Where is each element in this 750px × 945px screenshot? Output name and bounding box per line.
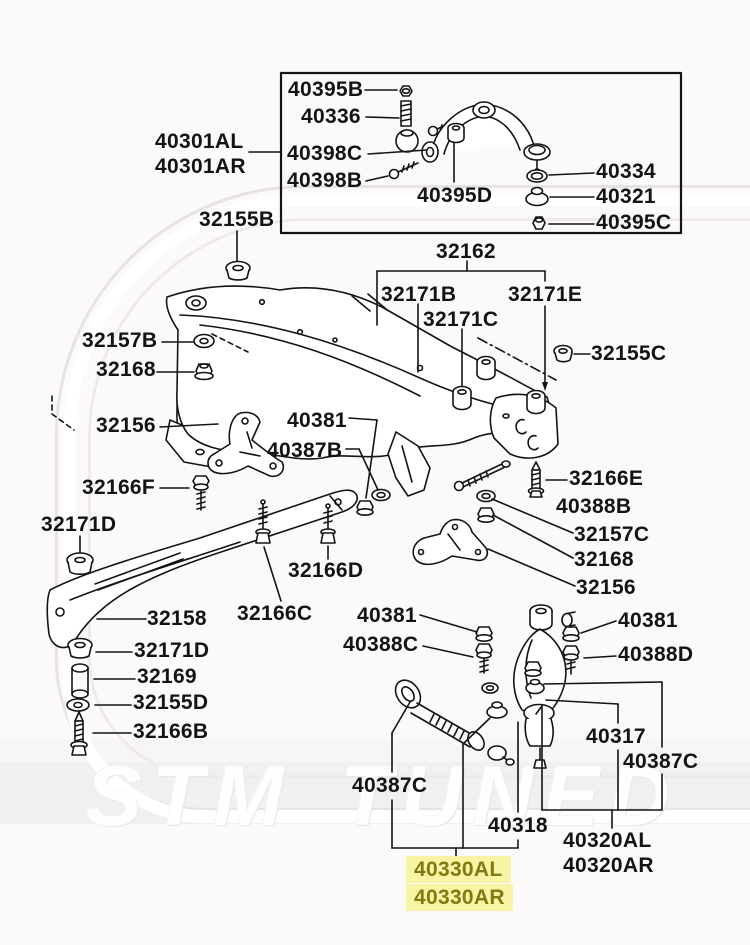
part-label-40381-bottom-right: 40381 <box>618 609 678 632</box>
part-label-40387B: 40387B <box>267 439 343 462</box>
part-label-32155C: 32155C <box>591 342 667 365</box>
stm-tuned-watermark: STM TUNED <box>86 749 680 843</box>
part-label-32168-right: 32168 <box>574 548 634 571</box>
part-label-32156-center: 32156 <box>576 576 636 599</box>
lower-arm-assembly <box>391 604 663 859</box>
part-label-32171C: 32171C <box>423 308 499 331</box>
part-label-32155D: 32155D <box>133 691 209 714</box>
part-label-40334: 40334 <box>596 160 656 183</box>
part-label-40395B: 40395B <box>288 78 364 101</box>
part-label-40381-bottom-left: 40381 <box>357 604 417 627</box>
part-label-40388D: 40388D <box>618 643 694 666</box>
part-label-32169: 32169 <box>137 665 197 688</box>
part-label-40301AL: 40301AL <box>155 130 244 153</box>
part-label-40388C: 40388C <box>343 633 419 656</box>
part-label-40330AL-highlighted: 40330AL <box>406 856 511 883</box>
part-label-32166E: 32166E <box>569 467 644 490</box>
part-label-32166F: 32166F <box>82 476 156 499</box>
part-label-32155B: 32155B <box>199 208 275 231</box>
part-label-32158: 32158 <box>147 607 207 630</box>
part-label-32171D-upper: 32171D <box>41 513 117 536</box>
part-label-32171E: 32171E <box>508 283 583 306</box>
part-label-40381-center: 40381 <box>287 409 347 432</box>
logo-arc-outer <box>55 185 750 811</box>
part-label-32166B: 32166B <box>133 720 209 743</box>
part-label-40318: 40318 <box>488 814 548 837</box>
part-label-40320AR: 40320AR <box>563 854 654 877</box>
part-label-40388B: 40388B <box>556 495 632 518</box>
part-label-32166C: 32166C <box>237 602 313 625</box>
part-label-32157C: 32157C <box>574 523 650 546</box>
part-label-40398C: 40398C <box>287 142 363 165</box>
part-label-32168-left: 32168 <box>96 358 156 381</box>
part-label-40387C-right: 40387C <box>623 750 699 773</box>
part-label-40387C-left: 40387C <box>352 774 428 797</box>
stay-bar-assembly <box>46 489 358 756</box>
part-label-40336: 40336 <box>301 105 361 128</box>
logo-arc-inner <box>88 218 750 778</box>
upper-arm-box <box>248 71 683 235</box>
part-label-32157B: 32157B <box>82 329 158 352</box>
part-label-40301AR: 40301AR <box>155 155 246 178</box>
part-label-40317: 40317 <box>586 725 646 748</box>
part-label-40330AR-highlighted: 40330AR <box>406 884 513 911</box>
part-label-32171B: 32171B <box>381 283 457 306</box>
part-label-40395C: 40395C <box>596 211 672 234</box>
part-label-40320AL: 40320AL <box>563 829 652 852</box>
part-label-32166D: 32166D <box>288 559 364 582</box>
part-label-32171D-lower: 32171D <box>134 639 210 662</box>
part-label-40395D: 40395D <box>417 184 493 207</box>
part-label-32162: 32162 <box>436 240 496 263</box>
part-label-32156-left: 32156 <box>96 414 156 437</box>
crossmember-assembly <box>51 230 591 587</box>
part-label-40321: 40321 <box>596 185 656 208</box>
part-label-40398B: 40398B <box>287 169 363 192</box>
